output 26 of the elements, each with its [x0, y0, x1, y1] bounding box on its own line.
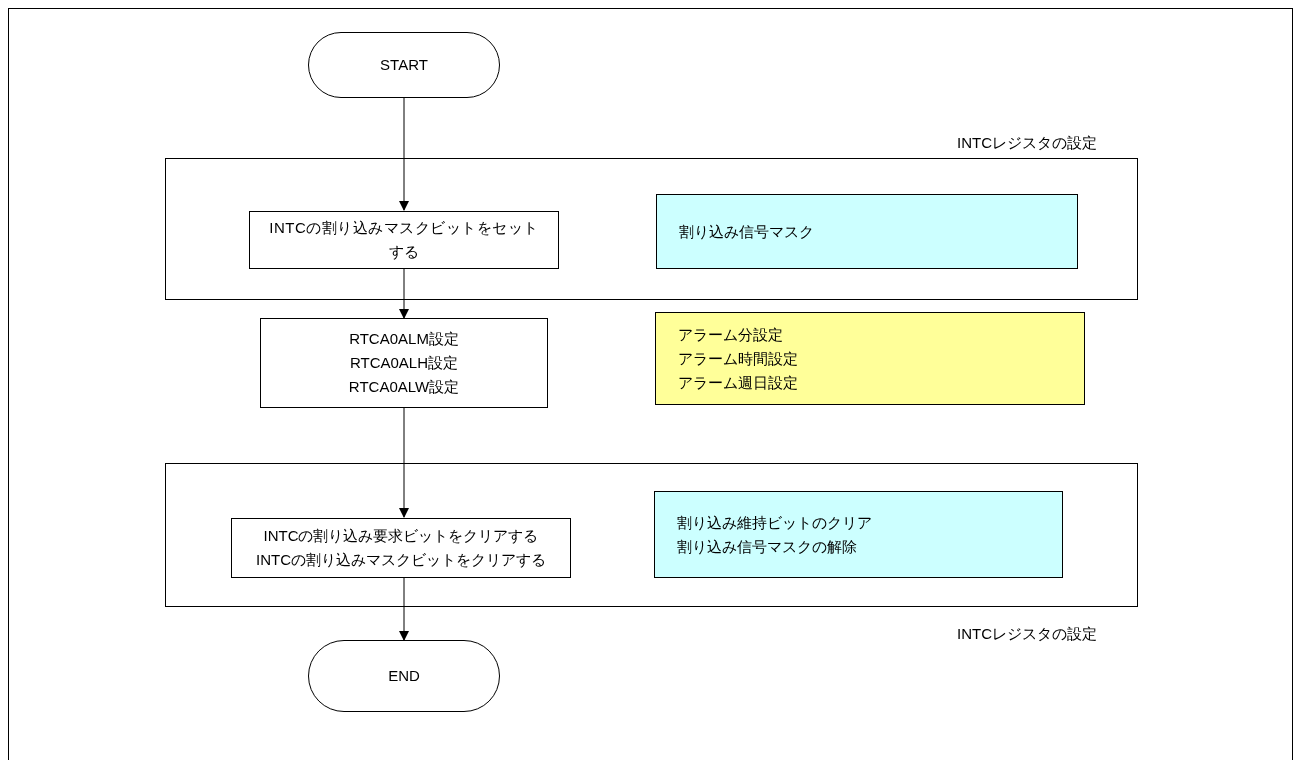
terminal-label: START [380, 55, 428, 75]
arrow [399, 97, 409, 211]
step-text: RTCA0ALW設定 [348, 377, 460, 397]
step-text: RTCA0ALM設定 [349, 329, 459, 349]
note-box [656, 194, 1078, 269]
step-text: INTCの割り込みマスクビットをクリアする [256, 550, 546, 570]
step-text: アラーム分設定 [678, 324, 783, 345]
arrow [399, 267, 409, 319]
step-text: アラーム週日設定 [678, 372, 798, 393]
arrow [399, 576, 409, 641]
step-text: アラーム時間設定 [678, 348, 798, 369]
process-box [260, 318, 548, 408]
step-text: RTCA0ALH設定 [349, 353, 459, 373]
step-text: 割り込み信号マスクの解除 [677, 536, 857, 557]
step-text: INTCの割り込みマスクビットをセットする [268, 218, 540, 262]
terminal-label: END [388, 666, 420, 686]
group-heading: INTCレジスタの設定 [957, 133, 1097, 153]
step-text: 割り込み信号マスク [679, 221, 814, 242]
process-box [231, 518, 571, 578]
group-heading: INTCレジスタの設定 [957, 624, 1097, 644]
note-box [654, 491, 1063, 578]
step-text: INTCの割り込み要求ビットをクリアする [263, 526, 539, 546]
note-box [655, 312, 1085, 405]
step-text: 割り込み維持ビットのクリア [677, 512, 872, 533]
process-box [249, 211, 559, 269]
arrow [399, 407, 409, 518]
